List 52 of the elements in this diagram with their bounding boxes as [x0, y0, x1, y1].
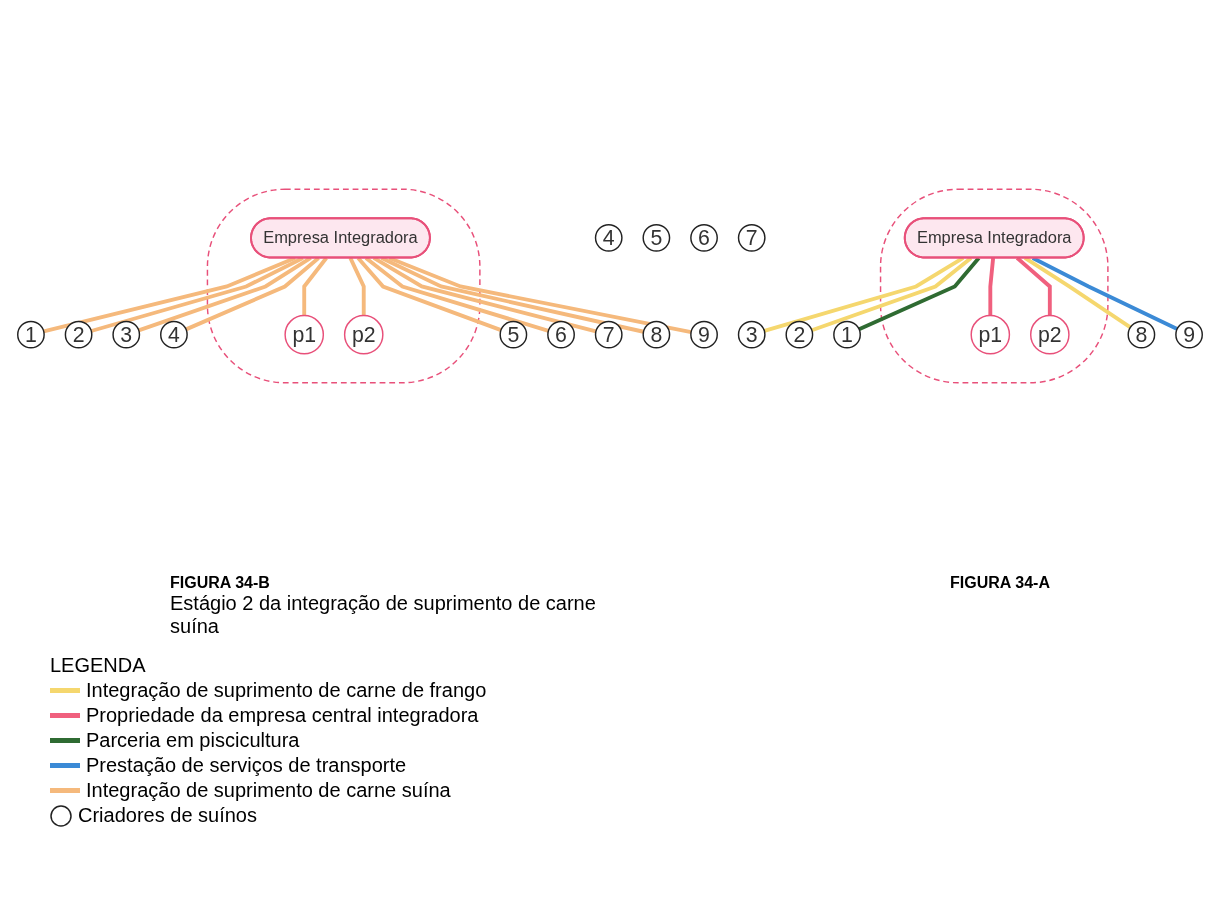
connector-line [388, 256, 692, 334]
numbered-circle: 4 [594, 223, 623, 252]
connector-line [380, 256, 644, 334]
numbered-circle: 1 [833, 320, 861, 349]
numbered-circle: 9 [690, 320, 718, 349]
numbered-circle: p2 [343, 314, 384, 355]
legend-text: Propriedade da empresa central integradora [86, 704, 479, 727]
numbered-circle: p1 [970, 314, 1011, 355]
connector-line [1015, 256, 1052, 316]
numbered-circle: 3 [737, 320, 766, 349]
connector-line [356, 256, 502, 332]
numbered-circle: 7 [594, 320, 623, 349]
connector-line [1023, 256, 1132, 329]
connector-line [763, 256, 965, 333]
numbered-circle: 4 [160, 320, 188, 349]
connector-line [1031, 256, 1178, 331]
company-ellipse: Empresa Integradora [903, 217, 1085, 259]
numbered-circle: 8 [642, 320, 671, 349]
connector-line [988, 257, 996, 316]
numbered-circle: 2 [785, 320, 814, 349]
numbered-circle: 5 [499, 320, 528, 349]
figure-label: FIGURA 34-A [950, 574, 1050, 592]
numbered-circle: 5 [642, 223, 671, 252]
connector-line [43, 256, 296, 334]
legend-text: Integração de suprimento de carne suína [86, 779, 451, 802]
connector-line [185, 256, 320, 332]
connector-line [138, 256, 312, 333]
legend-text: Parceria em piscicultura [86, 729, 300, 752]
numbered-circle: p2 [1030, 314, 1070, 355]
connector-line [90, 256, 304, 333]
figure-label: FIGURA 34-B [170, 574, 271, 592]
numbered-circle: p1 [284, 314, 325, 355]
numbered-circle: 7 [737, 223, 766, 252]
legend-text: Integração de suprimento de carne de frango [86, 679, 487, 702]
numbered-circle: 6 [690, 223, 718, 252]
numbered-circle: 9 [1175, 320, 1203, 349]
figure-caption: Estágio 2 da integração de suprimento de carne suína [170, 592, 597, 638]
numbered-circle: 2 [64, 320, 93, 349]
connector-line [348, 257, 366, 316]
connector-line [364, 256, 549, 333]
connector-line [811, 256, 973, 333]
connector-line [858, 256, 981, 331]
connector-line [302, 256, 328, 316]
numbered-circle: 1 [17, 320, 45, 349]
connector-line [372, 256, 597, 334]
numbered-circle: 6 [547, 320, 575, 349]
numbered-circle: 8 [1127, 320, 1156, 349]
company-ellipse: Empresa Integradora [250, 217, 431, 259]
legend-text: Prestação de serviços de transporte [86, 754, 407, 777]
legend-text: Criadores de suínos [78, 804, 257, 827]
numbered-circle: 3 [112, 320, 141, 349]
legend-title: LEGENDA [50, 654, 147, 677]
